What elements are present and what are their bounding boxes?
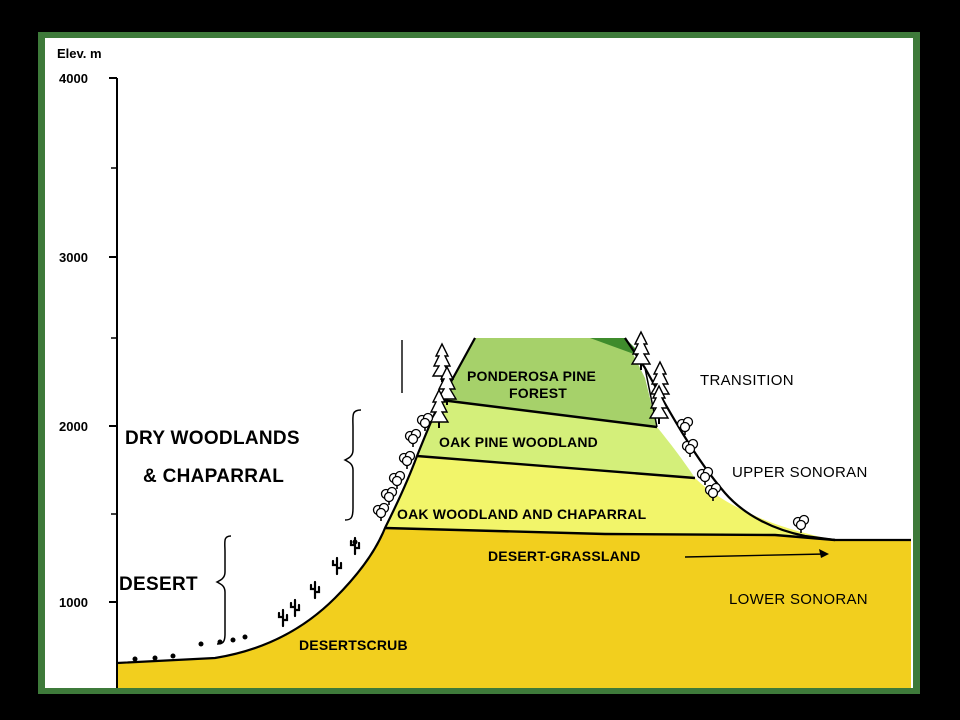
blank-area: [123, 74, 913, 336]
diagram-panel: Elev. m 4000 3000 2000 1000: [45, 38, 913, 688]
y-tick-4000: 4000: [59, 71, 88, 86]
oak-woodland-chaparral-label: OAK WOODLAND AND CHAPARRAL: [397, 506, 647, 522]
oak-woodland-chaparral-zone: [385, 456, 835, 540]
desert-label: DESERT: [119, 574, 198, 595]
lower-sonoran-label: LOWER SONORAN: [729, 591, 868, 608]
forest-label: FOREST: [509, 385, 567, 401]
upper-sonoran-label: UPPER SONORAN: [732, 464, 868, 481]
y-tick-1000: 1000: [59, 595, 88, 610]
brace-dry-woodlands: [343, 409, 362, 521]
brace-desert: [215, 535, 232, 645]
upper-forest-zone: [590, 338, 645, 358]
boundary-line: [384, 526, 836, 542]
oak-pine-woodland-zone: [417, 400, 695, 478]
y-tick-3000: 3000: [59, 250, 88, 265]
desertscrub-zone: [117, 528, 911, 688]
y-axis-label: Elev. m: [57, 46, 102, 61]
arrow-head: [819, 549, 829, 558]
boundary-line: [440, 398, 658, 429]
desertscrub-label: DESERTSCRUB: [299, 637, 408, 653]
grassland-arrow: [684, 553, 826, 558]
elevation-profile-diagram: Elev. m 4000 3000 2000 1000: [57, 46, 913, 688]
chaparral-label: & CHAPARRAL: [143, 466, 284, 487]
boundary-line: [416, 454, 696, 480]
ponderosa-pine-label: PONDEROSA PINE: [467, 368, 596, 384]
ponderosa-pine-forest-zone: [441, 338, 657, 427]
desert-grassland-label: DESERT-GRASSLAND: [488, 548, 641, 564]
oak-pine-woodland-label: OAK PINE WOODLAND: [439, 434, 598, 450]
dry-woodlands-label: DRY WOODLANDS: [125, 428, 300, 449]
y-tick-2000: 2000: [59, 419, 88, 434]
transition-label: TRANSITION: [700, 372, 794, 389]
y-axis-ticks: [109, 77, 117, 603]
